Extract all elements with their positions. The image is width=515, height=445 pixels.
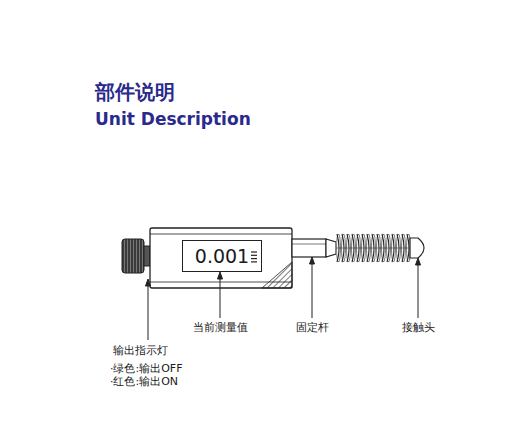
- part-label: ·红色:输出ON: [110, 375, 178, 388]
- part-label: 接触头: [402, 321, 435, 334]
- heading: 部件说明: [95, 80, 175, 104]
- part-label: ·绿色:输出OFF: [110, 362, 183, 375]
- part-label: 当前测量值: [193, 321, 248, 334]
- part-label: 输出指示灯: [113, 344, 168, 357]
- lcd-display: 0.001: [182, 240, 262, 272]
- part-label: 固定杆: [296, 321, 329, 334]
- display-ticks: [251, 250, 257, 264]
- subheading: Unit Description: [95, 108, 251, 130]
- display-value: 0.001: [195, 245, 249, 267]
